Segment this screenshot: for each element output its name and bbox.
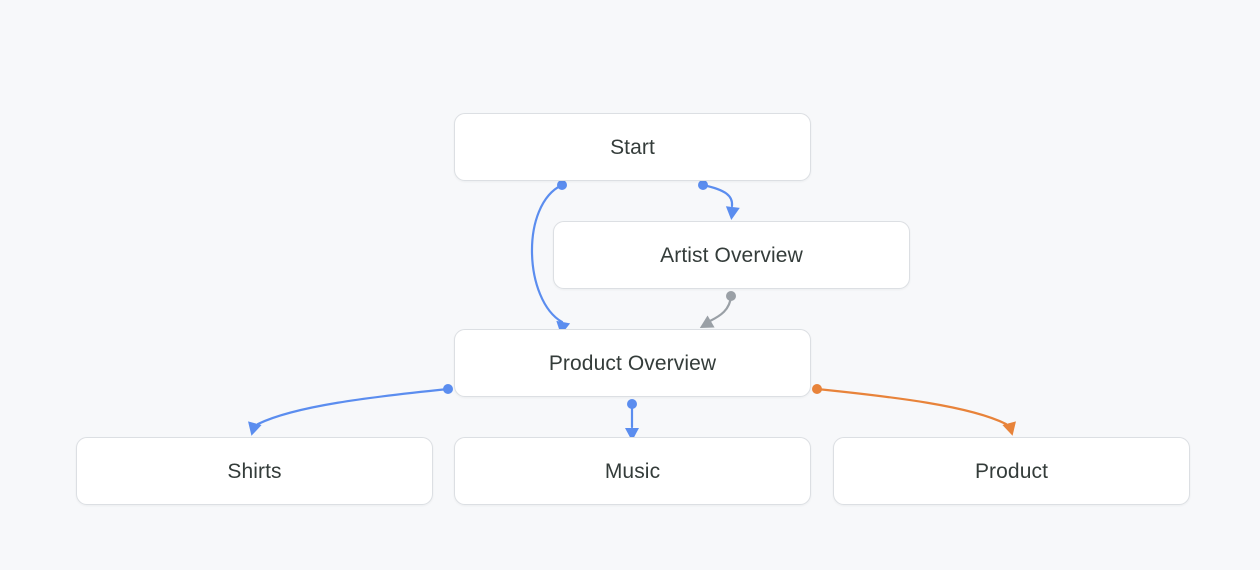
- node-label-artist-overview: Artist Overview: [660, 243, 803, 267]
- node-start[interactable]: Start: [454, 113, 811, 181]
- node-music[interactable]: Music: [454, 437, 811, 505]
- edge-source-handle-product-overview-to-product[interactable]: [812, 384, 822, 394]
- edge-path-artist-overview-to-product-overview: [708, 294, 733, 323]
- node-shirts[interactable]: Shirts: [76, 437, 433, 505]
- edge-arrowhead-start-to-artist-overview: [725, 206, 740, 220]
- node-artist-overview[interactable]: Artist Overview: [553, 221, 910, 289]
- edge-source-handle-start-to-product-overview[interactable]: [557, 180, 567, 190]
- edge-source-handle-start-to-artist-overview[interactable]: [698, 180, 708, 190]
- node-label-music: Music: [604, 459, 661, 483]
- edge-source-handle-artist-overview-to-product-overview[interactable]: [726, 291, 736, 301]
- edge-start-to-artist-overview[interactable]: [698, 180, 740, 221]
- edge-source-handle-product-overview-to-music[interactable]: [627, 399, 637, 409]
- node-label-product-overview: Product Overview: [548, 351, 717, 375]
- node-product[interactable]: Product: [833, 437, 1190, 505]
- edge-arrowhead-product-overview-to-product: [1002, 421, 1016, 436]
- edge-product-overview-to-music[interactable]: [625, 399, 639, 441]
- edge-arrowhead-product-overview-to-shirts: [248, 421, 262, 436]
- edge-product-overview-to-shirts[interactable]: [245, 384, 453, 438]
- node-label-product: Product: [974, 459, 1049, 483]
- node-product-overview[interactable]: Product Overview: [454, 329, 811, 397]
- edge-path-start-to-artist-overview: [701, 183, 734, 208]
- edge-path-product-overview-to-shirts: [256, 387, 450, 426]
- edge-artist-overview-to-product-overview[interactable]: [696, 291, 736, 334]
- node-label-shirts: Shirts: [227, 459, 282, 483]
- node-label-start: Start: [610, 135, 655, 159]
- edge-source-handle-product-overview-to-shirts[interactable]: [443, 384, 453, 394]
- edge-path-product-overview-to-product: [815, 387, 1008, 426]
- edge-product-overview-to-product[interactable]: [812, 384, 1019, 438]
